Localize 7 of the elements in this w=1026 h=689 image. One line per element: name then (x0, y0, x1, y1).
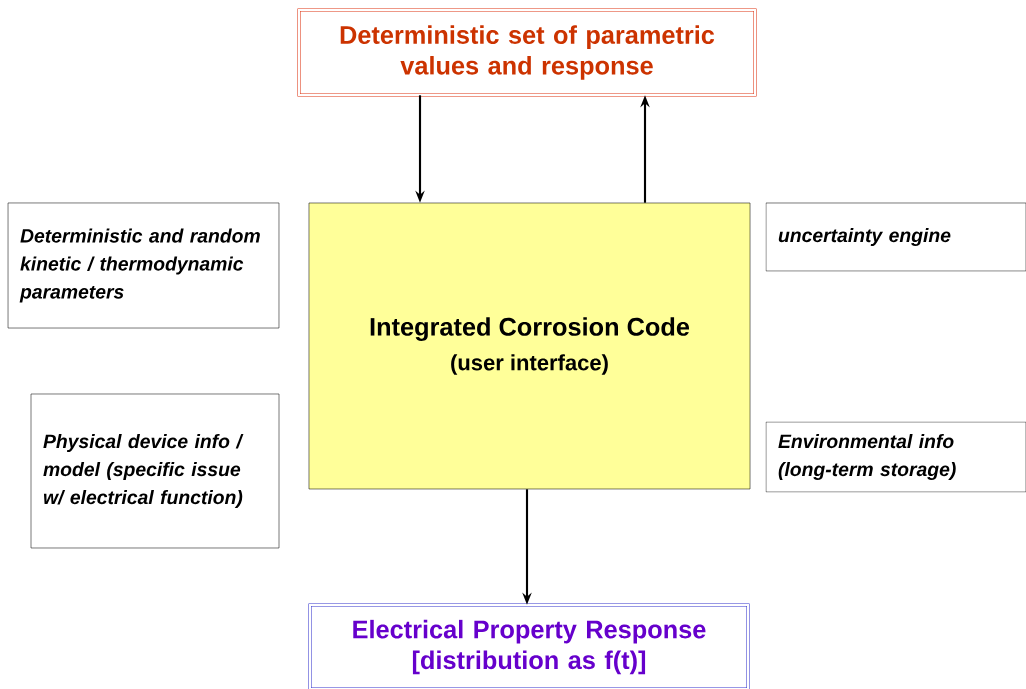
output-box: Electrical Property Response [distribution as f(t)] (308, 603, 750, 689)
note-box: Deterministic and random kinetic / thermodynamic parameters (7, 202, 280, 329)
note-box: uncertainty engine (765, 202, 1026, 272)
note-box: Environmental info (long-term storage) (765, 421, 1026, 493)
process-box: Integrated Corrosion Code (user interface) (308, 202, 751, 490)
note-box: Physical device info / model (specific issue w/ electrical function) (30, 393, 280, 549)
result-box: Deterministic set of parametric values and response (297, 8, 757, 97)
